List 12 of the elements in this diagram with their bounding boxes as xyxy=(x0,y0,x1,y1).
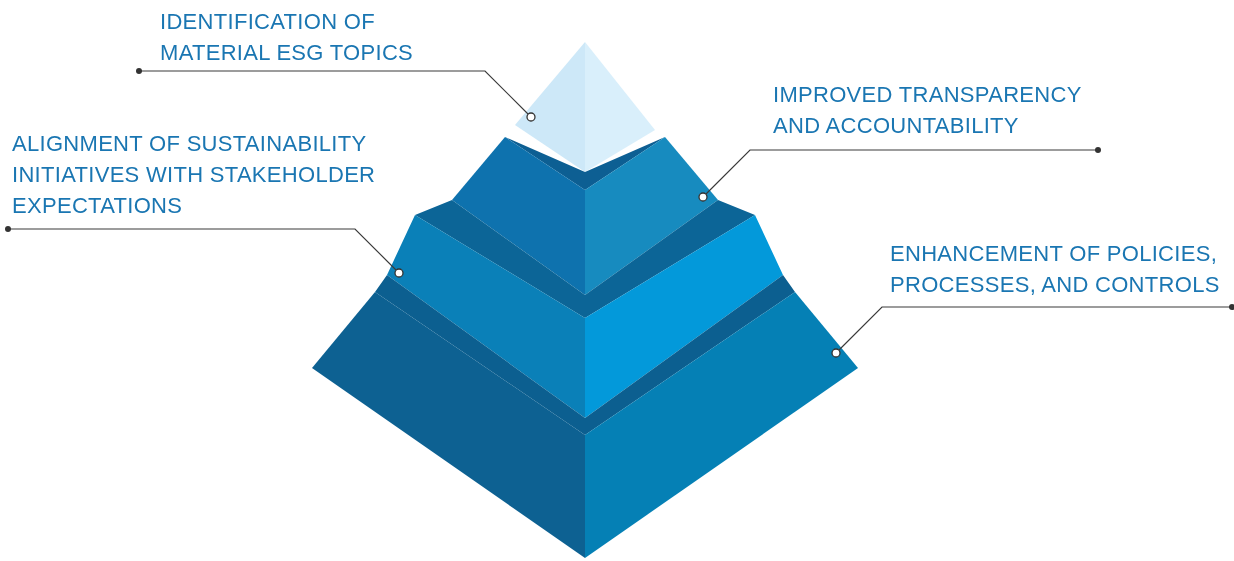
pyramid-tier xyxy=(452,137,718,295)
leader-line xyxy=(698,147,1101,202)
callout-text: IMPROVED TRANSPARENCY AND ACCOUNTABILITY xyxy=(773,79,1113,141)
pyramid-tier xyxy=(387,200,783,418)
leader-line xyxy=(831,304,1234,358)
callout-text: IDENTIFICATION OF MATERIAL ESG TOPICS xyxy=(160,6,440,68)
callout-text: ENHANCEMENT OF POLICIES, PROCESSES, AND CONTROLS xyxy=(890,238,1230,300)
pyramid-tier xyxy=(515,42,655,172)
leader-line xyxy=(5,226,404,278)
pyramid-tier xyxy=(312,275,858,558)
callout-text: ALIGNMENT OF SUSTAINABILITY INITIATIVES WITH STAKEHOLDER EXPECTATIONS xyxy=(12,128,402,221)
leader-line xyxy=(136,68,536,122)
